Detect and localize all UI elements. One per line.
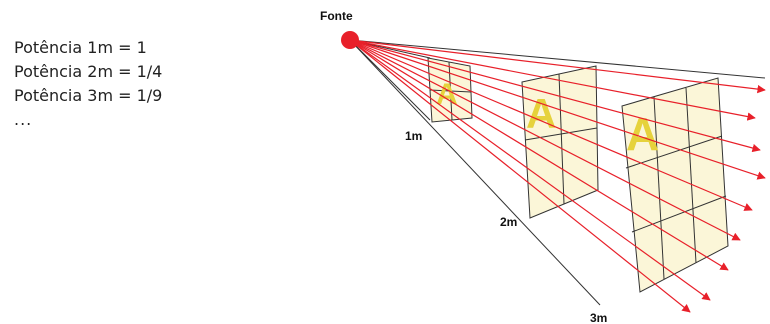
source-point — [341, 31, 359, 49]
power-line-1m: Potência 1m = 1 — [14, 38, 147, 57]
power-list: Potência 1m = 1 Potência 2m = 1/4 Potênc… — [14, 36, 162, 132]
rays — [349, 39, 766, 313]
power-line-3m: Potência 3m = 1/9 — [14, 86, 163, 105]
distance-label-2m: 2m — [500, 215, 517, 229]
panel-3m: A — [621, 77, 729, 293]
power-line-ellipsis: ... — [14, 110, 33, 129]
power-line-2m: Potência 2m = 1/4 — [14, 62, 163, 81]
distance-label-1m: 1m — [405, 129, 422, 143]
source-label: Fonte — [320, 9, 353, 23]
distance-label-3m: 3m — [590, 311, 607, 324]
surface-letter-2m: A — [526, 90, 556, 137]
